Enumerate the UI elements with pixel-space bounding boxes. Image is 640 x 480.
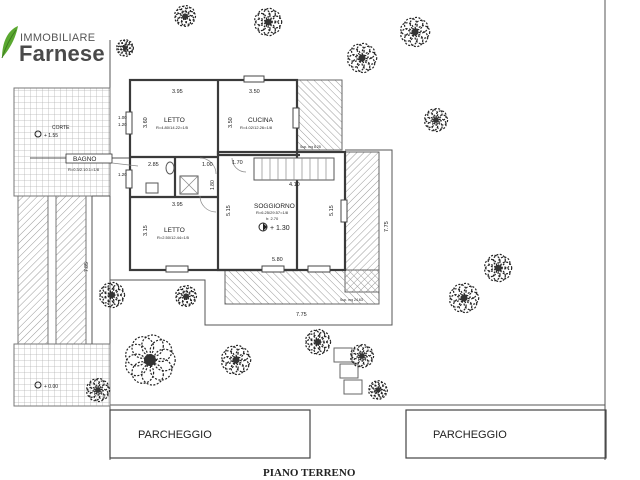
dim-3-50-side: 3.50	[228, 117, 234, 128]
stepping-stones	[333, 347, 363, 395]
dim-4-10: 4.10	[289, 182, 300, 188]
dim-1-70: 1.70	[232, 160, 243, 166]
room-letto-bottom: LETTO	[164, 227, 185, 234]
bathroom-fixtures	[145, 161, 199, 195]
dim-3-95-bottom: 3.95	[172, 202, 183, 208]
tree-icon	[116, 39, 135, 57]
dim-7-75-bottom: 7.75	[296, 312, 307, 318]
dim-5-15-b: 5.15	[329, 205, 335, 216]
dim-1-00-mid: 1.00	[202, 162, 213, 168]
level-marker-icon	[34, 130, 268, 389]
tree-icon	[368, 380, 388, 400]
dim-7-75-right: 7.75	[384, 221, 390, 232]
room-letto-top: LETTO	[164, 117, 185, 124]
dim-3-50: 3.50	[249, 89, 260, 95]
brand-tagline: IMMOBILIARE	[20, 32, 96, 44]
sup-bottom: Sup. mq 24.63	[340, 298, 363, 302]
dim-1-20-a: 1.20	[118, 122, 127, 127]
room-bagno: BAGNO	[73, 156, 96, 163]
corte-level: + 1.55	[44, 133, 58, 139]
tree-icon	[400, 16, 431, 48]
tree-icon	[350, 343, 375, 369]
dim-2-85: 2.85	[148, 162, 159, 168]
dim-3-60: 3.60	[143, 117, 149, 128]
room-letto-top-info: R=4.80/14.22=1/5	[156, 125, 189, 130]
tree-icon	[221, 344, 252, 376]
room-cucina: CUCINA	[248, 117, 274, 124]
patio-east	[224, 79, 380, 305]
tree-icon	[174, 5, 197, 27]
staircase	[253, 157, 335, 181]
window-markers	[125, 75, 348, 273]
tree-icon	[175, 285, 198, 307]
driveway-strip	[13, 87, 111, 407]
tree-icon	[86, 377, 111, 403]
tree-icon	[305, 328, 332, 356]
room-cucina-info: R=4.02/12.26=1/8	[240, 125, 273, 130]
parking-label-right: PARCHEGGIO	[433, 429, 507, 441]
plan-title: PIANO TERRENO	[263, 467, 356, 479]
brand-name: Farnese	[19, 41, 105, 66]
tree-icon	[125, 334, 176, 386]
room-letto-bottom-info: R=2.50/12.44=1/5	[157, 235, 190, 240]
parking-label-left: PARCHEGGIO	[138, 429, 212, 441]
tree-icon	[347, 42, 378, 74]
trees	[86, 5, 513, 403]
tree-icon	[99, 281, 126, 309]
leaf-logo-icon	[1, 26, 18, 59]
room-soggiorno-level: + 1.30	[270, 225, 290, 232]
tree-icon	[449, 282, 480, 314]
room-soggiorno-height: h: 2.70	[266, 216, 279, 221]
room-soggiorno: SOGGIORNO	[254, 203, 295, 210]
dim-5-80: 5.80	[272, 257, 283, 263]
dim-1-00-left: 1.00	[118, 115, 127, 120]
dim-1-80: 1.80	[210, 180, 216, 190]
tree-icon	[484, 253, 513, 283]
sup-top: Sup. mq 8.25	[300, 145, 321, 149]
tree-icon	[424, 107, 449, 133]
dim-3-95-top: 3.95	[172, 89, 183, 95]
door-swings	[199, 157, 247, 213]
ground-level-label: + 0.00	[44, 384, 58, 390]
parking-bays	[109, 409, 607, 459]
dim-7-85: 7.85	[84, 262, 90, 272]
dim-5-15-a: 5.15	[226, 205, 232, 216]
room-bagno-info: R=0.3/2.10.1=1/8	[68, 167, 100, 172]
room-soggiorno-info: R=6.25/29.57=1/8	[256, 210, 289, 215]
dim-0-80-a: 1.20	[118, 172, 127, 177]
bagno-callout	[65, 153, 139, 167]
dim-3-15: 3.15	[143, 225, 149, 236]
tree-icon	[254, 7, 283, 37]
corte-label: CORTE	[52, 125, 70, 131]
